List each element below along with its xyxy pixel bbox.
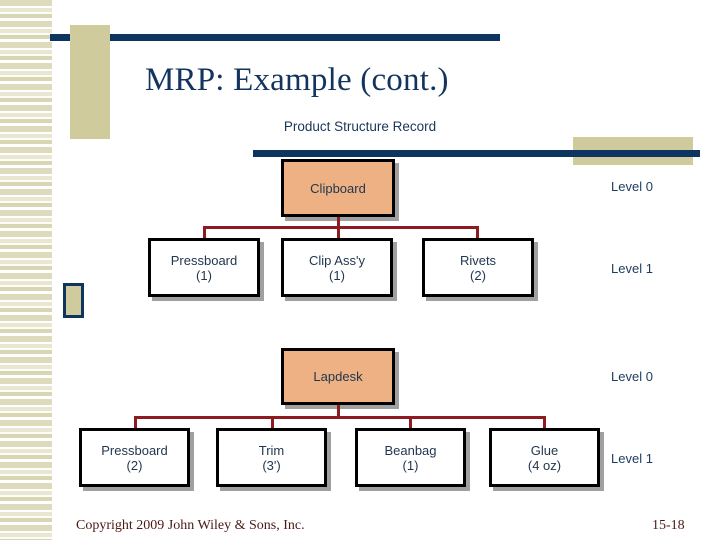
page-subtitle: Product Structure Record bbox=[283, 119, 437, 134]
node-qty: (3') bbox=[262, 457, 281, 473]
connector-drop-pressboard2 bbox=[134, 416, 137, 428]
connector-drop-rivets bbox=[476, 226, 479, 238]
node-rivets[interactable]: Rivets (2) bbox=[422, 238, 534, 297]
node-qty: (1) bbox=[402, 457, 419, 473]
footer-page-number: 15-18 bbox=[652, 518, 685, 533]
level-label-lapdesk-children: Level 1 bbox=[611, 451, 653, 466]
node-qty: (1) bbox=[329, 267, 345, 283]
left-stripe-decoration bbox=[0, 0, 52, 540]
node-qty: (1) bbox=[196, 267, 212, 283]
connector-drop-pressboard1 bbox=[203, 226, 206, 238]
node-label: Rivets bbox=[459, 252, 497, 268]
node-lapdesk[interactable]: Lapdesk bbox=[281, 348, 395, 405]
connector-clipboard-bus bbox=[203, 226, 479, 229]
gold-block-top bbox=[70, 25, 110, 139]
navy-rule-top bbox=[50, 34, 500, 41]
level-label-clipboard-parent: Level 0 bbox=[611, 179, 653, 194]
connector-lapdesk-bus bbox=[134, 416, 546, 419]
node-label: Pressboard bbox=[170, 252, 238, 268]
node-clipboard[interactable]: Clipboard bbox=[281, 159, 395, 217]
node-glue[interactable]: Glue (4 oz) bbox=[489, 428, 600, 487]
node-qty: (2) bbox=[470, 267, 486, 283]
node-pressboard-1[interactable]: Pressboard (1) bbox=[148, 238, 260, 297]
node-label: Beanbag bbox=[384, 442, 437, 458]
node-clip-assy[interactable]: Clip Ass'y (1) bbox=[281, 238, 393, 297]
node-label: Trim bbox=[258, 442, 285, 458]
node-qty: (2) bbox=[126, 457, 143, 473]
connector-drop-glue bbox=[543, 416, 546, 428]
connector-drop-trim bbox=[271, 416, 274, 428]
node-trim[interactable]: Trim (3') bbox=[216, 428, 327, 487]
level-label-lapdesk-parent: Level 0 bbox=[611, 369, 653, 384]
node-label: Glue bbox=[530, 442, 559, 458]
node-pressboard-2[interactable]: Pressboard (2) bbox=[79, 428, 190, 487]
node-label: Pressboard bbox=[101, 442, 168, 458]
node-label: Lapdesk bbox=[313, 369, 363, 384]
node-label: Clipboard bbox=[310, 180, 366, 196]
gold-bullet-marker bbox=[63, 283, 84, 318]
node-label: Clip Ass'y bbox=[309, 252, 365, 268]
level-label-clipboard-children: Level 1 bbox=[611, 261, 653, 276]
connector-lapdesk-stem bbox=[337, 405, 340, 418]
page-title: MRP: Example (cont.) bbox=[145, 62, 449, 98]
node-qty: (4 oz) bbox=[527, 457, 562, 473]
connector-clipboard-stem bbox=[337, 217, 340, 229]
footer-copyright: Copyright 2009 John Wiley & Sons, Inc. bbox=[76, 518, 305, 533]
connector-drop-beanbag bbox=[409, 416, 412, 428]
navy-rule-middle bbox=[253, 150, 700, 157]
connector-drop-clipassy bbox=[337, 226, 340, 238]
node-beanbag[interactable]: Beanbag (1) bbox=[355, 428, 466, 487]
